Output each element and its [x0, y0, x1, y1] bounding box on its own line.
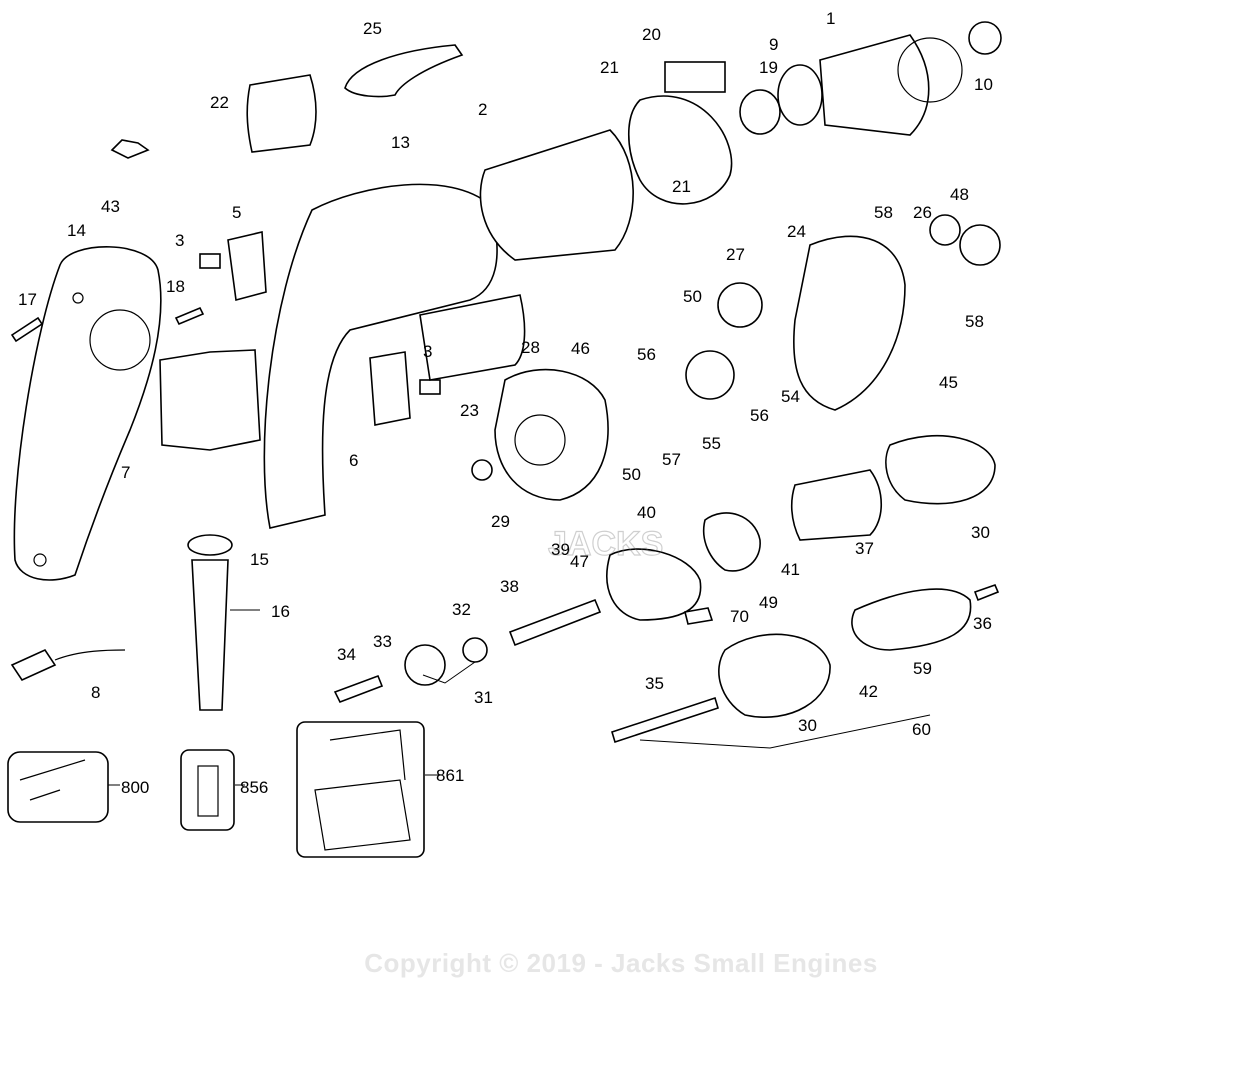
copyright-notice: Copyright © 2019 - Jacks Small Engines	[364, 948, 878, 978]
part-label-20: 20	[642, 25, 661, 44]
part-label-59: 59	[913, 659, 932, 678]
part-label-60: 60	[912, 720, 931, 739]
part-label-8: 8	[91, 683, 100, 702]
part-label-856: 856	[240, 778, 268, 797]
part-label-3: 3	[175, 231, 184, 250]
part-label-21: 21	[672, 177, 691, 196]
part-label-45: 45	[939, 373, 958, 392]
part-label-14: 14	[67, 221, 86, 240]
part-label-31: 31	[474, 688, 493, 707]
part-label-17: 17	[18, 290, 37, 309]
part-label-32: 32	[452, 600, 471, 619]
part-label-56: 56	[637, 345, 656, 364]
part-label-7: 7	[121, 463, 130, 482]
part-label-29: 29	[491, 512, 510, 531]
callout-labels: 1233567891013141516171819202121222324252…	[18, 9, 993, 797]
part-label-1: 1	[826, 9, 835, 28]
part-label-49: 49	[759, 593, 778, 612]
part-label-50: 50	[683, 287, 702, 306]
part-label-56: 56	[750, 406, 769, 425]
part-label-10: 10	[974, 75, 993, 94]
part-label-58: 58	[874, 203, 893, 222]
part-label-36: 36	[973, 614, 992, 633]
part-label-15: 15	[250, 550, 269, 569]
part-label-3: 3	[423, 342, 432, 361]
part-label-5: 5	[232, 203, 241, 222]
part-label-48: 48	[950, 185, 969, 204]
part-label-16: 16	[271, 602, 290, 621]
leader-lines	[108, 609, 931, 786]
part-label-30: 30	[798, 716, 817, 735]
part-label-18: 18	[166, 277, 185, 296]
part-label-19: 19	[759, 58, 778, 77]
part-label-58: 58	[965, 312, 984, 331]
part-label-55: 55	[702, 434, 721, 453]
part-label-800: 800	[121, 778, 149, 797]
part-label-40: 40	[637, 503, 656, 522]
svg-text:JACKS: JACKS	[548, 525, 663, 563]
part-label-24: 24	[787, 222, 806, 241]
part-label-46: 46	[571, 339, 590, 358]
watermark-logo: JACKS	[540, 510, 700, 580]
part-label-861: 861	[436, 766, 464, 785]
part-label-22: 22	[210, 93, 229, 112]
part-label-54: 54	[781, 387, 800, 406]
part-label-28: 28	[521, 338, 540, 357]
part-drawings	[7, 21, 1002, 858]
part-label-39: 39	[551, 540, 570, 559]
part-label-21: 21	[600, 58, 619, 77]
part-label-25: 25	[363, 19, 382, 38]
part-label-2: 2	[478, 100, 487, 119]
part-label-35: 35	[645, 674, 664, 693]
part-label-26: 26	[913, 203, 932, 222]
part-label-70: 70	[730, 607, 749, 626]
part-label-23: 23	[460, 401, 479, 420]
part-label-37: 37	[855, 539, 874, 558]
part-label-57: 57	[662, 450, 681, 469]
part-label-43: 43	[101, 197, 120, 216]
part-label-50: 50	[622, 465, 641, 484]
part-label-9: 9	[769, 35, 778, 54]
part-label-42: 42	[859, 682, 878, 701]
part-label-6: 6	[349, 451, 358, 470]
part-label-38: 38	[500, 577, 519, 596]
part-label-13: 13	[391, 133, 410, 152]
part-label-33: 33	[373, 632, 392, 651]
part-label-30: 30	[971, 523, 990, 542]
part-label-27: 27	[726, 245, 745, 264]
part-label-41: 41	[781, 560, 800, 579]
part-label-34: 34	[337, 645, 356, 664]
part-label-47: 47	[570, 552, 589, 571]
